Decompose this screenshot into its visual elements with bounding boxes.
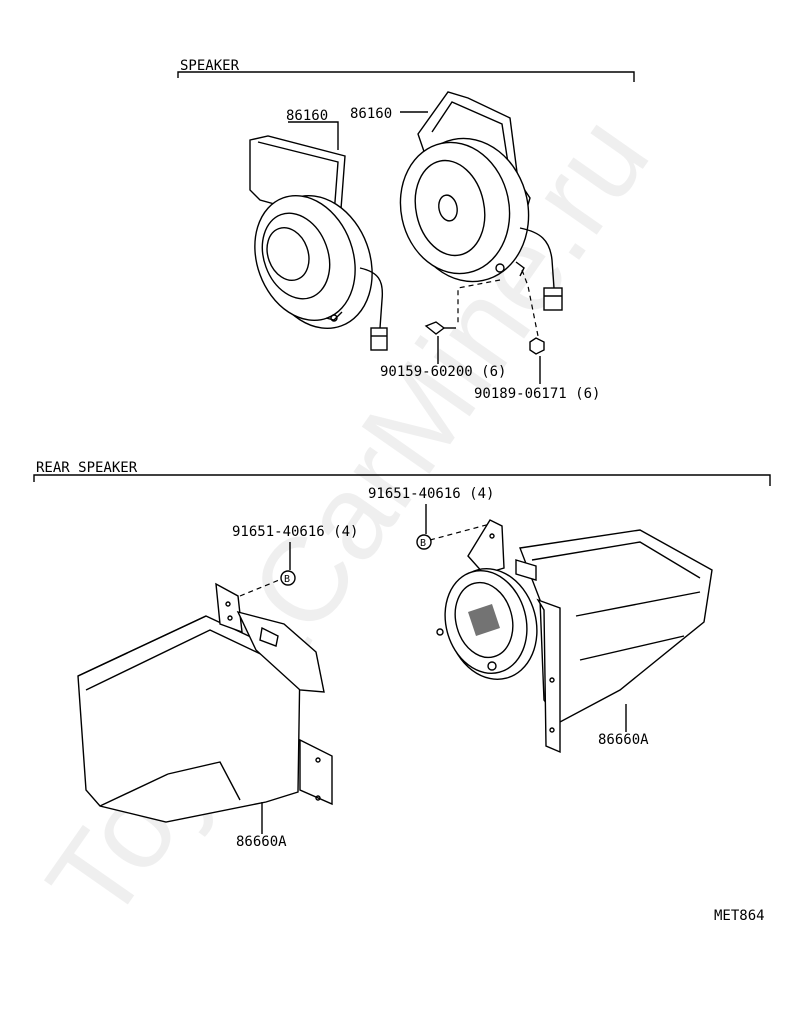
part-label-clip-right: 91651-40616 (4): [368, 486, 494, 502]
screw-icon: [424, 279, 501, 335]
nut-icon: [521, 269, 545, 355]
speaker-left-drawing: [249, 135, 388, 351]
clip-symbol-left: B: [284, 574, 290, 585]
clip-symbol-right: B: [420, 538, 426, 549]
diagram-code: MET864: [714, 908, 765, 924]
front-speaker-section: SPEAKER 86160: [177, 58, 635, 402]
part-label-speaker-right: 86160: [350, 106, 392, 122]
speaker-right-drawing: [399, 91, 563, 311]
part-label-box-left: 86660A: [236, 834, 287, 850]
section-bracket-rear-speaker: [33, 474, 771, 486]
part-label-clip-left: 91651-40616 (4): [232, 524, 358, 540]
clip-marker-left: B: [280, 570, 296, 586]
rear-speaker-box-left-drawing: [77, 577, 333, 823]
rear-speaker-section: REAR SPEAKER B 91651-40616 (4) 86660A: [33, 460, 771, 850]
part-label-nut: 90189-06171 (6): [474, 386, 600, 402]
part-label-screw: 90159-60200 (6): [380, 364, 506, 380]
leader-speaker-left: [288, 121, 339, 150]
section-title-speaker: SPEAKER: [180, 58, 240, 74]
clip-marker-right: B: [416, 534, 432, 550]
section-bracket-speaker: [177, 71, 635, 82]
rear-speaker-box-right-drawing: [429, 519, 713, 754]
part-label-box-right: 86660A: [598, 732, 649, 748]
part-label-speaker-left: 86160: [286, 108, 328, 124]
section-title-rear-speaker: REAR SPEAKER: [36, 460, 138, 476]
